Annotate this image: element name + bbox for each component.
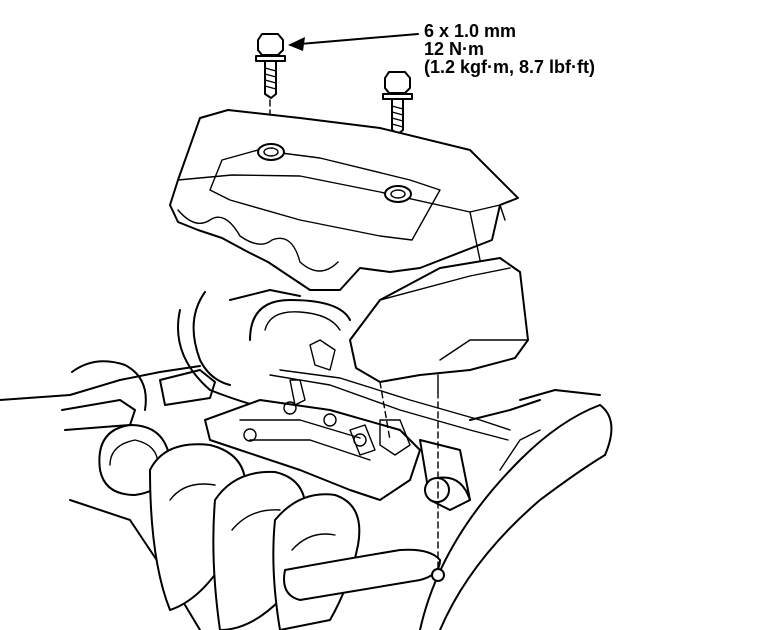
bolt-right xyxy=(382,71,413,186)
engine-bay xyxy=(0,289,613,630)
bolt-torque: 12 N·m xyxy=(424,39,485,59)
bolt-torque-alt: (1.2 kgf·m, 8.7 lbf·ft) xyxy=(424,57,596,77)
spec-leader-arrow xyxy=(288,33,419,51)
bolt-spec-label: 6 x 1.0 mm 12 N·m (1.2 kgf·m, 8.7 lbf·ft… xyxy=(424,22,595,76)
bolt-size: 6 x 1.0 mm xyxy=(424,21,517,41)
alignment-lines xyxy=(379,381,439,571)
intake-duct xyxy=(349,257,529,393)
engine-cover xyxy=(169,109,519,291)
